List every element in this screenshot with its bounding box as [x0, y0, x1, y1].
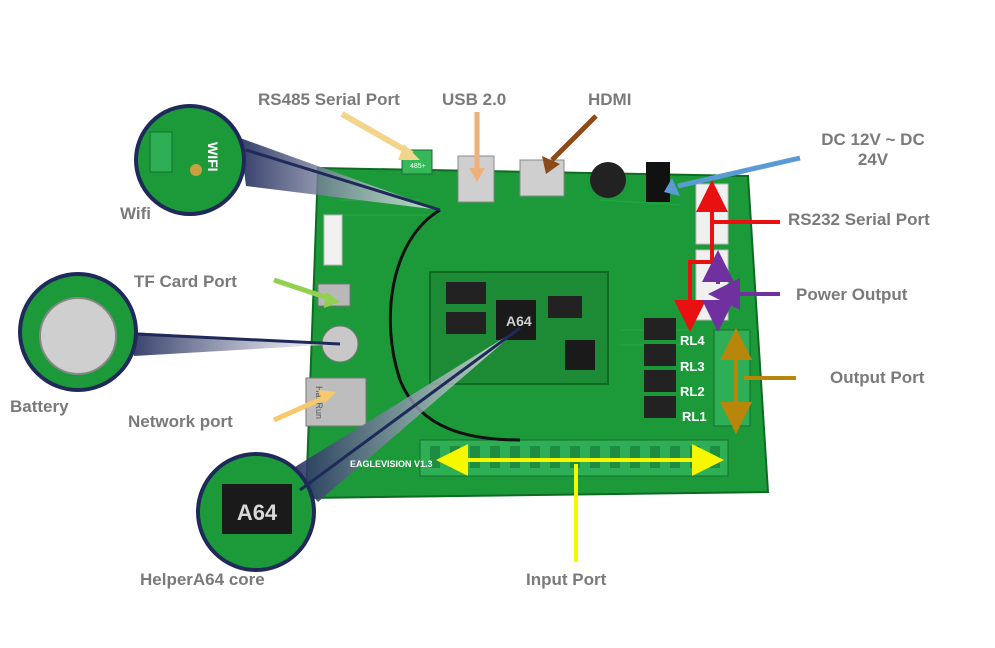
chip-text: A64: [506, 313, 532, 329]
rs232-arrow-down: [674, 222, 714, 332]
antenna-wire: [388, 208, 521, 442]
rs232-label: RS232 Serial Port: [788, 210, 930, 229]
usb-label: USB 2.0: [442, 90, 507, 109]
core-label: HelperA64 core: [140, 570, 265, 589]
hdmi-arrow: [550, 114, 598, 162]
arrows: [135, 111, 801, 562]
relay-4: [644, 318, 676, 340]
tf-card-label: TF Card Port: [134, 272, 237, 291]
battery-zoom-circle: [18, 272, 138, 392]
output-port-label: Output Port: [830, 368, 925, 387]
network-arrow: [272, 393, 330, 423]
tf-arrow: [273, 277, 335, 303]
battery-callout-cone: [130, 332, 340, 356]
relay-2: [644, 370, 676, 392]
network-port-label: Network port: [128, 412, 233, 431]
relay-label-rl4: RL4: [680, 333, 705, 348]
ram-chip-2: [446, 312, 486, 334]
dc-jack: [646, 162, 670, 202]
buzzer: [590, 162, 626, 198]
input-port-label: Input Port: [526, 570, 607, 589]
core-zoom-circle: A64: [196, 452, 316, 572]
dc-label-line1: DC 12V ~ DC: [821, 130, 925, 149]
wifi-callout-cone: [240, 138, 440, 210]
dc-label-line2: 24V: [857, 150, 889, 169]
relay-1: [644, 396, 676, 418]
power-output-label: Power Output: [796, 285, 908, 304]
ram-chip-1: [446, 282, 486, 304]
wifi-silk-text: WIFI: [205, 142, 221, 172]
relay-label-rl2: RL2: [680, 384, 705, 399]
rs485-connector: [401, 149, 433, 175]
relay-label-rl1: RL1: [682, 409, 707, 424]
core-chip-text: A64: [237, 500, 278, 525]
wifi-zoom-circle: WIFI: [134, 104, 246, 216]
rs485-silk-text: 485+: [410, 163, 426, 170]
battery-label: Battery: [10, 397, 69, 416]
wifi-label: Wifi: [120, 204, 152, 223]
dc-label: DC 12V ~ DC 24V: [808, 130, 938, 170]
board-brand-text: EAGLEVISION V1.3: [350, 459, 433, 469]
hdmi-label: HDMI: [588, 90, 632, 109]
relay-3: [644, 344, 676, 366]
rs485-arrow: [340, 111, 414, 157]
relay-bank: [644, 318, 676, 418]
a64-chip: [496, 300, 536, 340]
rs485-label: RS485 Serial Port: [258, 90, 400, 109]
relay-label-rl3: RL3: [680, 359, 705, 374]
